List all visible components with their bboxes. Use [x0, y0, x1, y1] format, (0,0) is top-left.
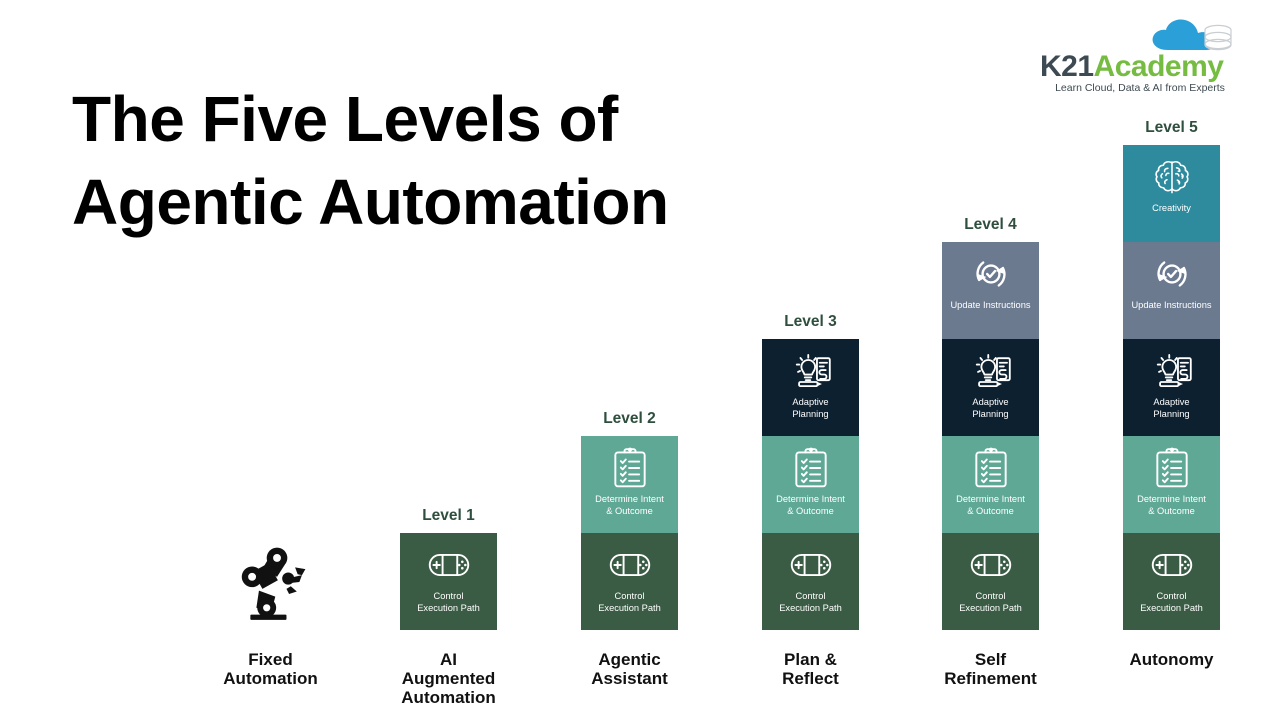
gamepad-icon [427, 543, 471, 587]
level-label-2: Level 2 [603, 410, 656, 427]
capability-block-label: Update Instructions [950, 300, 1031, 310]
capability-block-label: Creativity [1152, 203, 1191, 213]
lightbulb-plan-icon [969, 349, 1013, 393]
lightbulb-plan-icon [789, 349, 833, 393]
clipboard-checklist-icon [969, 446, 1013, 490]
page-title: The Five Levels of Agentic Automation [72, 78, 832, 244]
capability-block-update-instructions[interactable]: Update Instructions [1123, 242, 1220, 339]
level-label-4: Level 4 [964, 216, 1017, 233]
level-column-2: Level 2 Determine Intent& Outcome Contro… [581, 0, 678, 720]
brand-name-k21: K21 [1040, 50, 1094, 83]
level-label-3: Level 3 [784, 313, 837, 330]
capability-block-creativity[interactable]: Creativity [1123, 145, 1220, 242]
robot-arm-icon [241, 547, 305, 620]
gamepad-icon [969, 543, 1013, 587]
brain-icon [1150, 155, 1194, 199]
refresh-check-icon [1150, 252, 1194, 296]
gamepad-icon [789, 543, 833, 587]
category-label-5: Autonomy [1129, 650, 1214, 669]
page-title-line-2: Agentic Automation [72, 166, 669, 239]
brand-name-academy: Academy [1093, 50, 1224, 83]
robot-arm-icon [222, 533, 319, 630]
refresh-check-icon [969, 252, 1013, 296]
gamepad-icon [608, 543, 652, 587]
brand-wordmark: K21Academy [1040, 52, 1240, 82]
level-column-5: Level 5 Creativity Update Instructions [1123, 0, 1220, 720]
brand-tagline: Learn Cloud, Data & AI from Experts [1055, 82, 1225, 94]
clipboard-checklist-icon [789, 446, 833, 490]
level-label-1: Level 1 [422, 507, 475, 524]
capability-block-determine-intent[interactable]: Determine Intent& Outcome [942, 436, 1039, 533]
category-label-3: Plan &Reflect [782, 650, 839, 688]
cloud-database-icon [1152, 19, 1232, 51]
capability-block-label: Update Instructions [1131, 300, 1212, 310]
gamepad-icon [1150, 543, 1194, 587]
level-label-5: Level 5 [1145, 119, 1198, 136]
capability-block-label: Determine Intent& Outcome [776, 494, 845, 516]
capability-block-update-instructions[interactable]: Update Instructions [942, 242, 1039, 339]
brand-logo: K21Academy Learn Cloud, Data & AI from E… [1040, 14, 1240, 94]
clipboard-checklist-icon [1150, 446, 1194, 490]
page-title-line-1: The Five Levels of [72, 83, 618, 155]
capability-block-label: Determine Intent& Outcome [1137, 494, 1206, 516]
capability-block-determine-intent[interactable]: Determine Intent& Outcome [762, 436, 859, 533]
lightbulb-plan-icon [1150, 349, 1194, 393]
capability-block-label: Determine Intent& Outcome [595, 494, 664, 516]
capability-block-label: Determine Intent& Outcome [956, 494, 1025, 516]
capability-block-determine-intent[interactable]: Determine Intent& Outcome [1123, 436, 1220, 533]
capability-block-determine-intent[interactable]: Determine Intent& Outcome [581, 436, 678, 533]
clipboard-checklist-icon [608, 446, 652, 490]
